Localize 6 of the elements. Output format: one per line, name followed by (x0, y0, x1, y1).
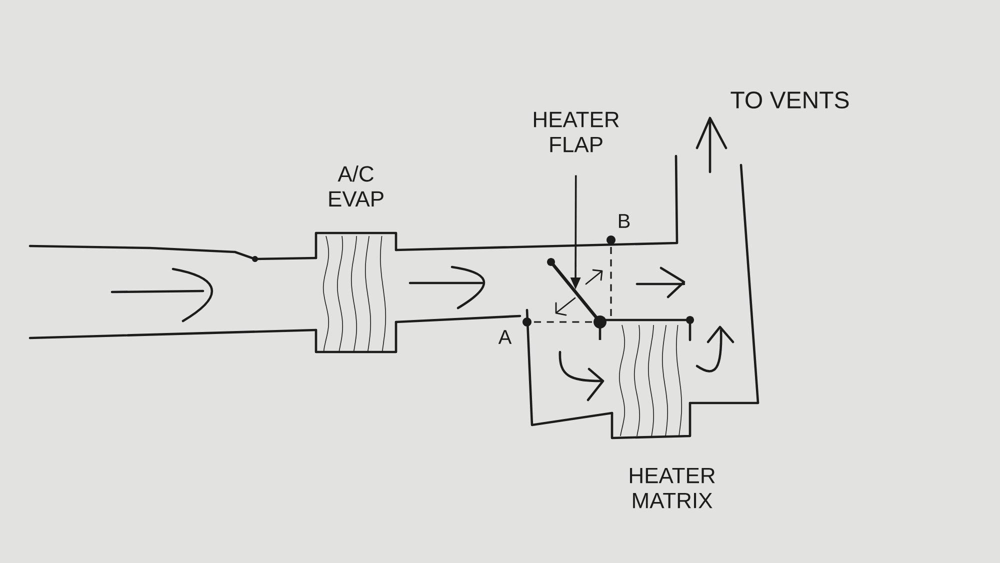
part-label: HEATER MATRIX (630, 468, 715, 508)
outlet-label: TO VENTS (730, 92, 849, 108)
point-label: A (498, 330, 512, 344)
part-label: A/C EVAP (329, 166, 384, 206)
part-label: HEATER FLAP (534, 112, 619, 152)
point-label: B (618, 214, 630, 228)
